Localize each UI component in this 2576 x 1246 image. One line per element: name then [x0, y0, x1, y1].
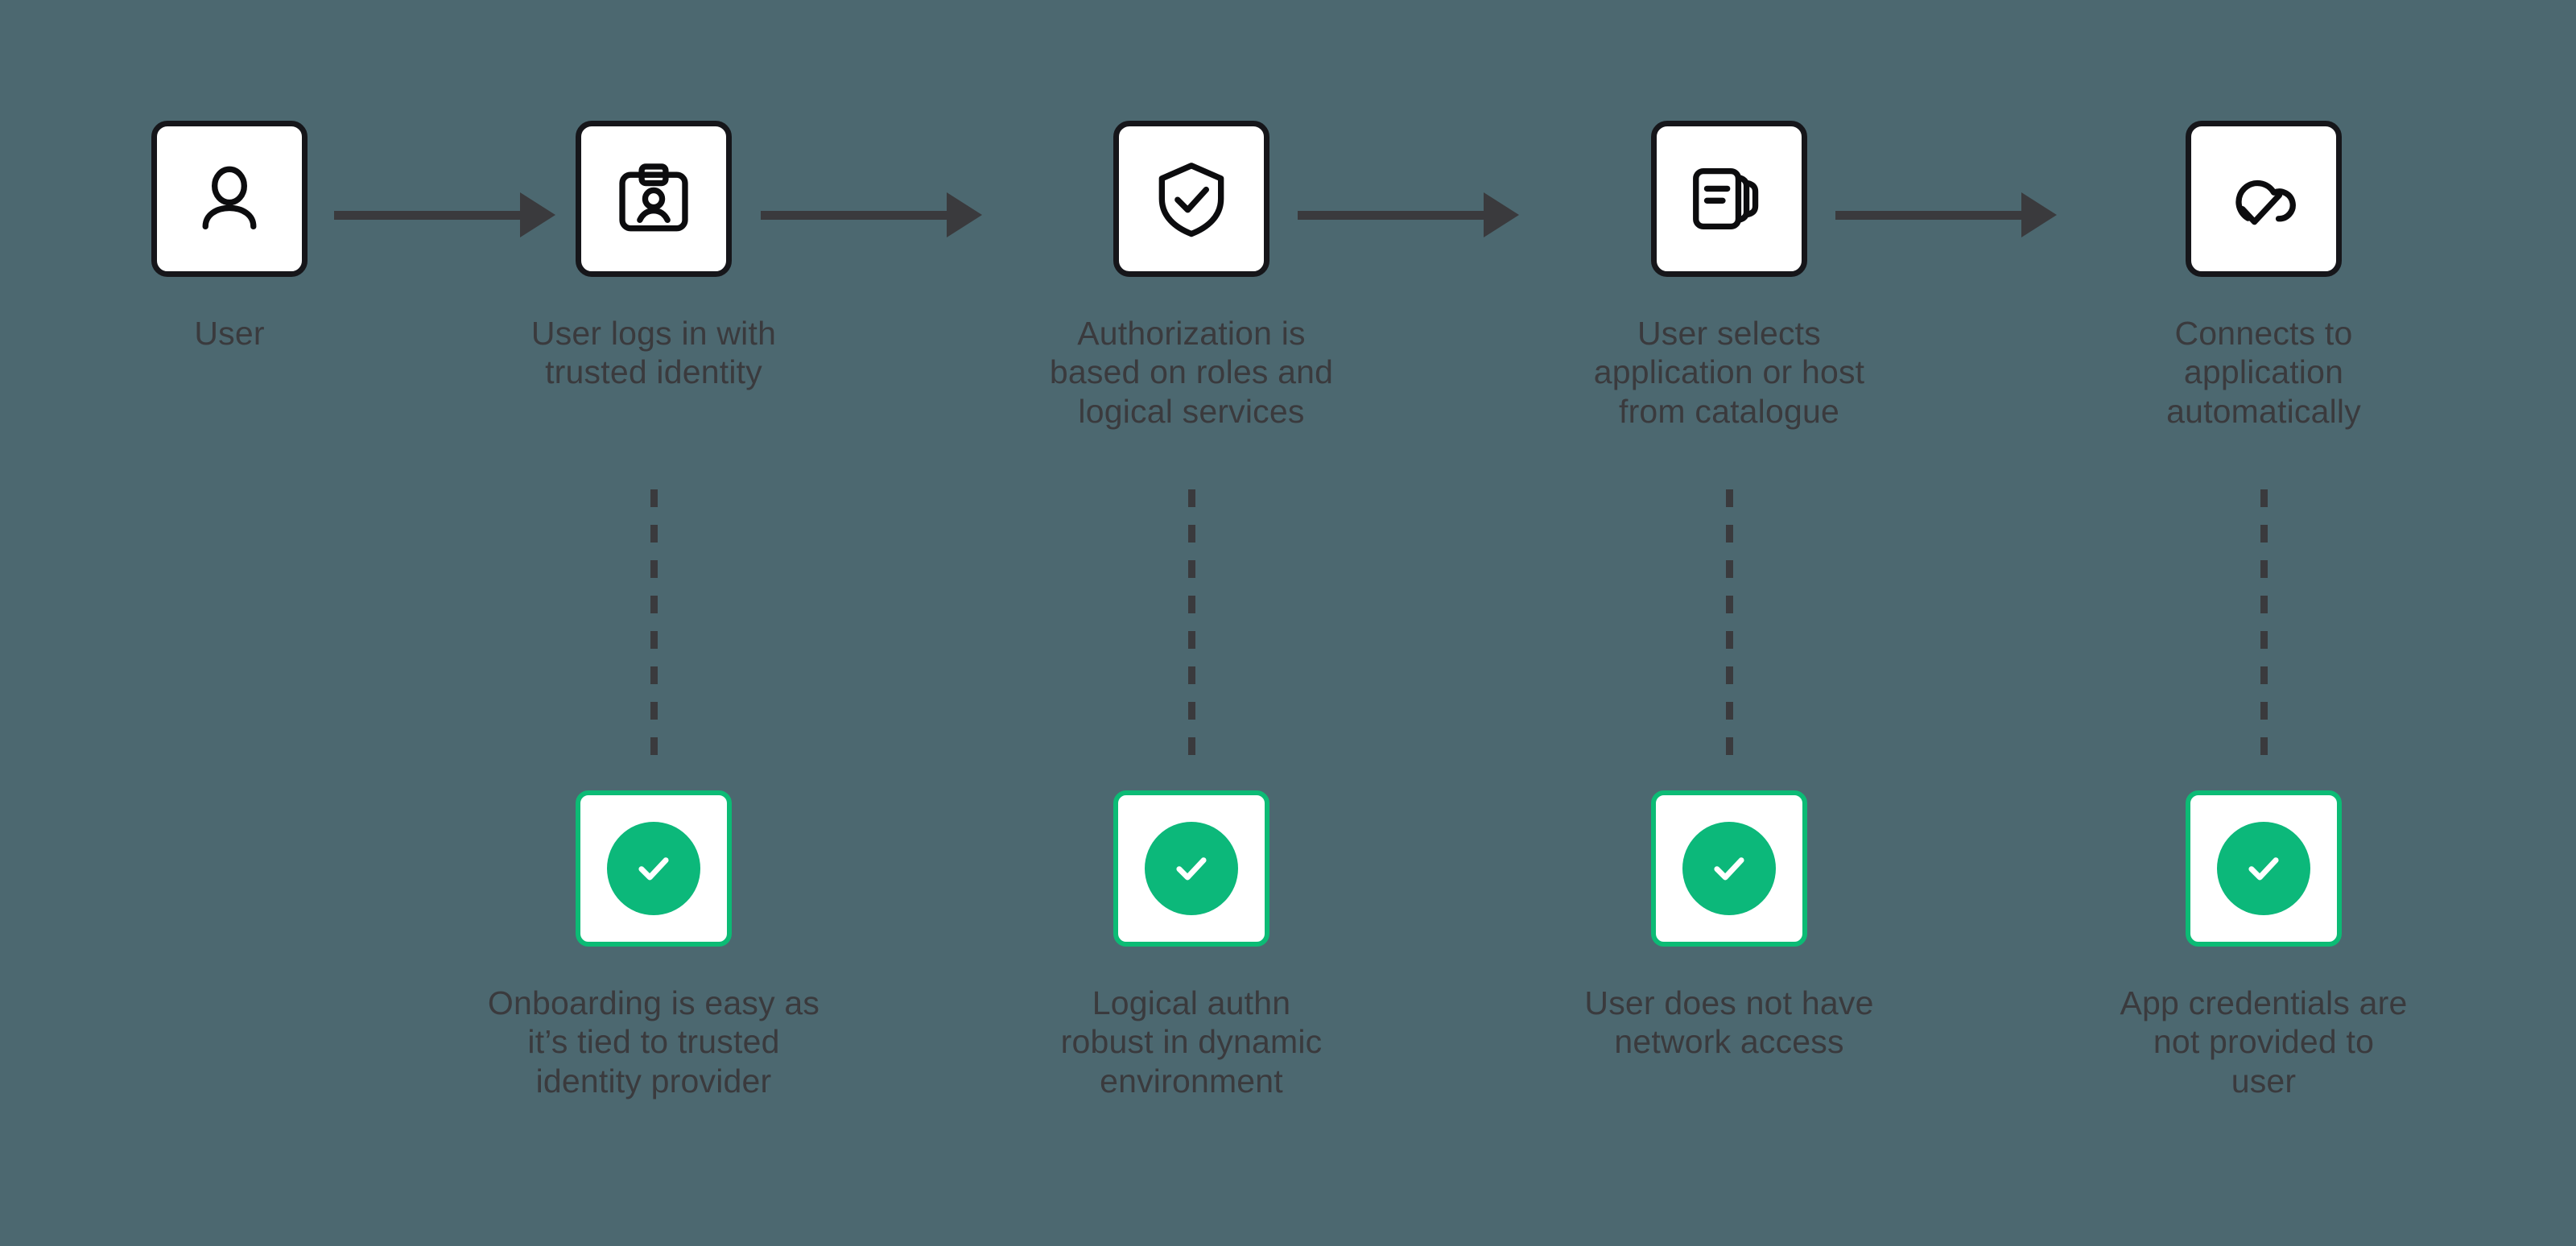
- benefit-label: App credentials are not provided to user: [2120, 984, 2408, 1100]
- check-circle-icon: [1682, 822, 1776, 915]
- arrow-head-icon: [947, 192, 982, 237]
- benefit-no-network-access[interactable]: User does not have network access: [1528, 790, 1930, 1062]
- flow-step-label: Connects to application automatically: [2166, 315, 2361, 430]
- checkmark-icon: [2248, 857, 2279, 881]
- flow-step-label: Authorization is based on roles and logi…: [1049, 315, 1334, 430]
- flow-step-card[interactable]: [576, 121, 732, 277]
- flow-step-card[interactable]: [151, 121, 308, 277]
- arrow-head-icon: [2021, 192, 2057, 237]
- id-badge-icon: [619, 163, 688, 232]
- dashed-connector-2: [1188, 489, 1195, 765]
- flow-steps-row: User User logs in with trusted identity: [0, 121, 2576, 604]
- arrow-user-to-login: [334, 192, 555, 237]
- flow-step-label: User selects application or host from ca…: [1593, 315, 1865, 430]
- benefit-card[interactable]: [1651, 790, 1807, 947]
- benefit-card[interactable]: [2186, 790, 2342, 947]
- benefit-card[interactable]: [1113, 790, 1269, 947]
- benefit-label: Logical authn robust in dynamic environm…: [1060, 984, 1323, 1100]
- checkmark-icon: [1714, 857, 1744, 881]
- checkmark-icon: [638, 857, 669, 881]
- benefit-logical-authn[interactable]: Logical authn robust in dynamic environm…: [990, 790, 1393, 1100]
- checkmark-icon: [1176, 857, 1207, 881]
- flow-step-authorization[interactable]: Authorization is based on roles and logi…: [1014, 121, 1368, 431]
- arrow-shaft: [334, 210, 521, 220]
- shield-check-icon: [1158, 163, 1224, 237]
- arrow-head-icon: [1484, 192, 1519, 237]
- check-circle-icon: [2217, 822, 2310, 915]
- benefit-onboarding[interactable]: Onboarding is easy as it’s tied to trust…: [452, 790, 855, 1100]
- flow-step-catalogue[interactable]: User selects application or host from ca…: [1552, 121, 1906, 431]
- dashed-connector-4: [2260, 489, 2268, 765]
- benefit-no-app-credentials[interactable]: App credentials are not provided to user: [2062, 790, 2465, 1100]
- dashed-connector-3: [1726, 489, 1733, 765]
- flow-step-connects[interactable]: Connects to application automatically: [2087, 121, 2441, 431]
- benefits-row: Onboarding is easy as it’s tied to trust…: [0, 790, 2576, 1193]
- flow-step-card[interactable]: [2186, 121, 2342, 277]
- flow-step-user[interactable]: User: [52, 121, 407, 353]
- flow-step-login[interactable]: User logs in with trusted identity: [477, 121, 831, 392]
- arrow-head-icon: [520, 192, 555, 237]
- check-circle-icon: [1145, 822, 1238, 915]
- flow-step-label: User logs in with trusted identity: [530, 315, 777, 391]
- benefit-card[interactable]: [576, 790, 732, 947]
- arrow-shaft: [1298, 210, 1484, 220]
- check-circle-icon: [607, 822, 700, 915]
- catalogue-icon: [1693, 167, 1759, 230]
- flow-step-card[interactable]: [1113, 121, 1269, 277]
- arrow-shaft: [1835, 210, 2022, 220]
- benefit-label: Onboarding is easy as it’s tied to trust…: [487, 984, 820, 1100]
- arrow-shaft: [761, 210, 947, 220]
- flow-step-card[interactable]: [1651, 121, 1807, 277]
- flow-step-label: User: [194, 315, 265, 352]
- arrow-login-to-authz: [761, 192, 982, 237]
- arrow-authz-to-catalogue: [1298, 192, 1519, 237]
- user-icon: [202, 166, 257, 230]
- benefit-label: User does not have network access: [1584, 984, 1874, 1061]
- arrow-catalogue-to-cloud: [1835, 192, 2057, 237]
- dashed-connector-1: [650, 489, 658, 765]
- cloud-check-icon: [2235, 179, 2296, 225]
